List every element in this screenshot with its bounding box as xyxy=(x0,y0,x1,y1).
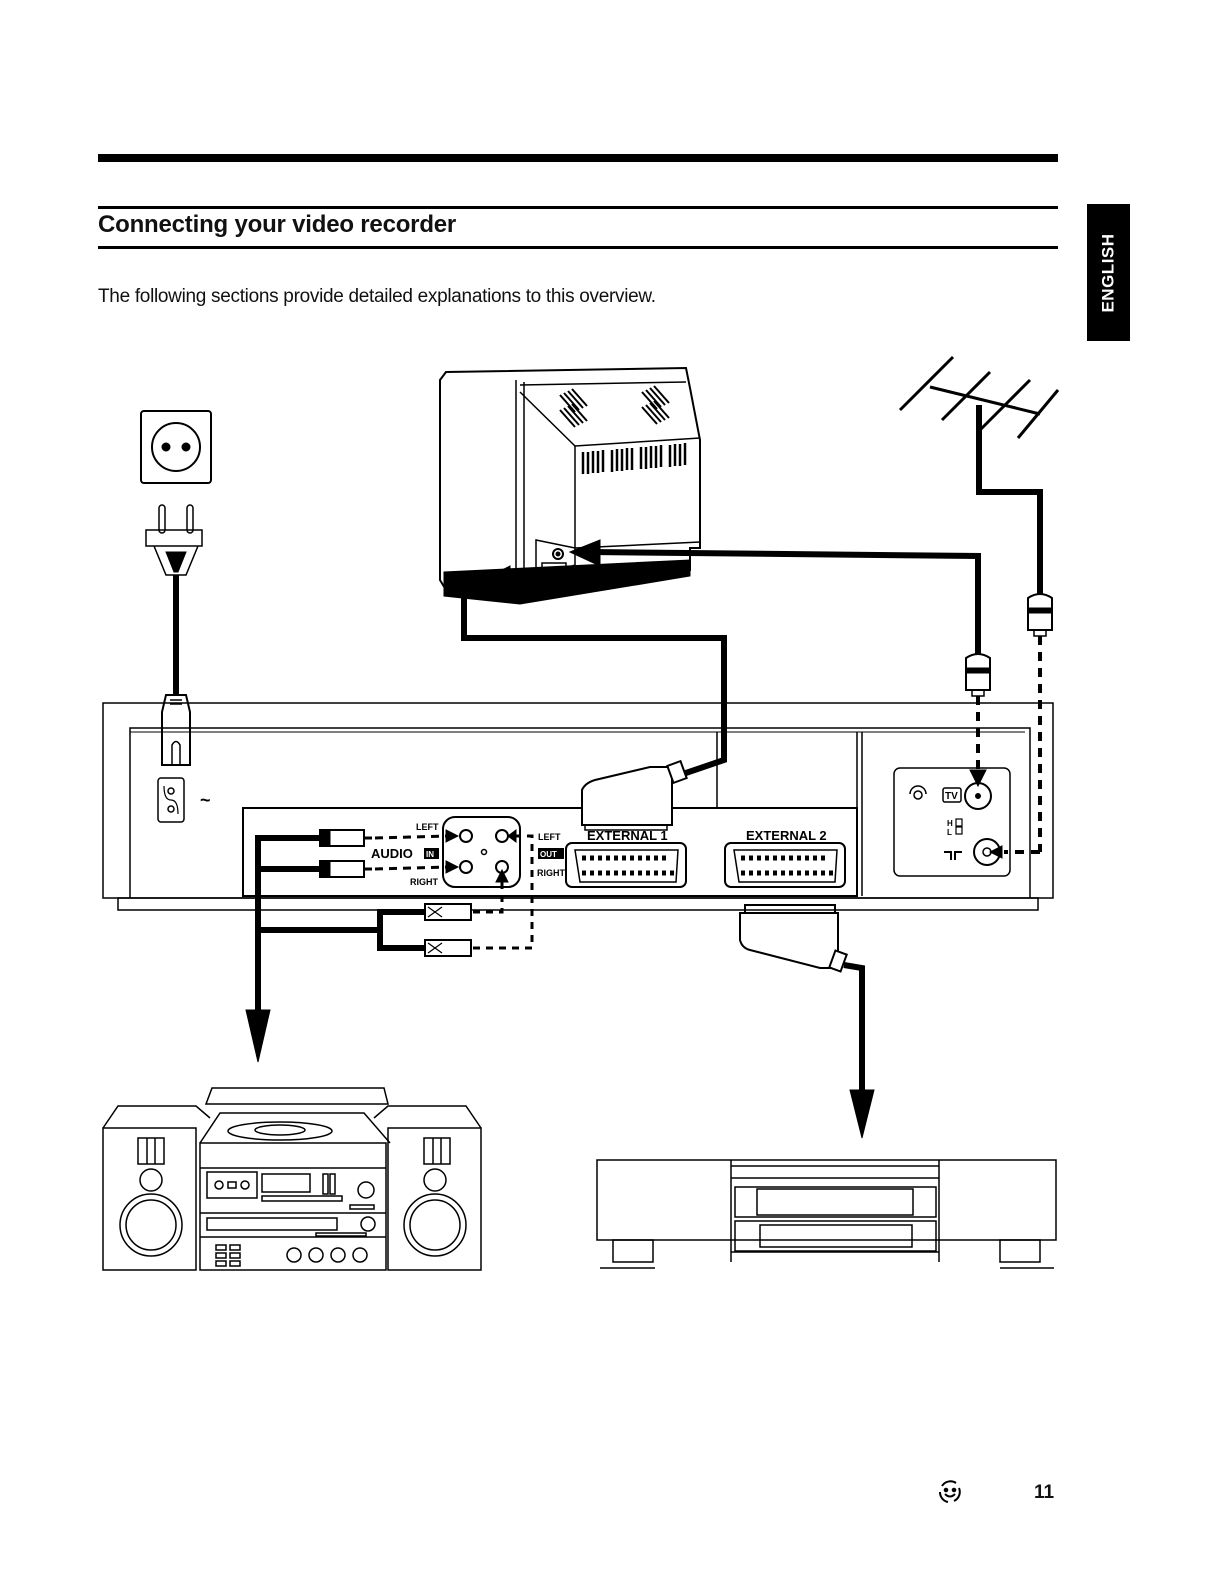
hl-label-h: H xyxy=(947,819,953,828)
wall-socket-icon xyxy=(141,411,211,483)
audio-in-label: AUDIO xyxy=(371,846,413,861)
audio-out-cable xyxy=(380,912,425,948)
scart-socket-ext2 xyxy=(725,843,845,887)
hifi-system-icon xyxy=(103,1088,481,1270)
rca-plug-icon xyxy=(425,904,471,956)
television-icon xyxy=(440,368,700,604)
antenna-cable xyxy=(979,405,1040,598)
hl-label-l: L xyxy=(947,828,952,837)
scart-plug-icon xyxy=(582,761,687,830)
scart-socket-ext1 xyxy=(566,843,686,887)
external1-label: EXTERNAL 1 xyxy=(587,828,668,843)
svg-text:TV: TV xyxy=(945,791,958,802)
audio-right-out-label: RIGHT xyxy=(537,868,566,878)
environment-smiley-icon xyxy=(936,1478,964,1506)
scart-cable-ext2 xyxy=(844,965,862,1100)
scart-plug-icon xyxy=(740,905,847,972)
page-number: 11 xyxy=(1034,1482,1054,1504)
coax-plug-icon xyxy=(1028,594,1052,636)
audio-left-in-label: LEFT xyxy=(416,822,439,832)
audio-right-in-label: RIGHT xyxy=(410,877,439,887)
audio-jack-panel xyxy=(443,817,520,887)
svg-text:OUT: OUT xyxy=(540,850,557,859)
mains-inlet-icon xyxy=(158,778,184,822)
svg-text:IN: IN xyxy=(426,850,434,859)
tuning-icon xyxy=(910,786,926,794)
mains-plug-icon xyxy=(146,505,202,575)
audio-left-out-label: LEFT xyxy=(538,832,561,842)
mains-symbol: ~ xyxy=(200,790,211,810)
external2-label: EXTERNAL 2 xyxy=(746,828,827,843)
scart-cable-ext1 xyxy=(464,576,724,775)
video-recorder-rear-panel xyxy=(103,703,1053,910)
second-video-recorder-icon xyxy=(597,1160,1056,1268)
rca-plug-icon xyxy=(320,830,372,877)
appliance-plug-icon xyxy=(162,695,190,765)
coax-plug-icon xyxy=(966,654,990,696)
